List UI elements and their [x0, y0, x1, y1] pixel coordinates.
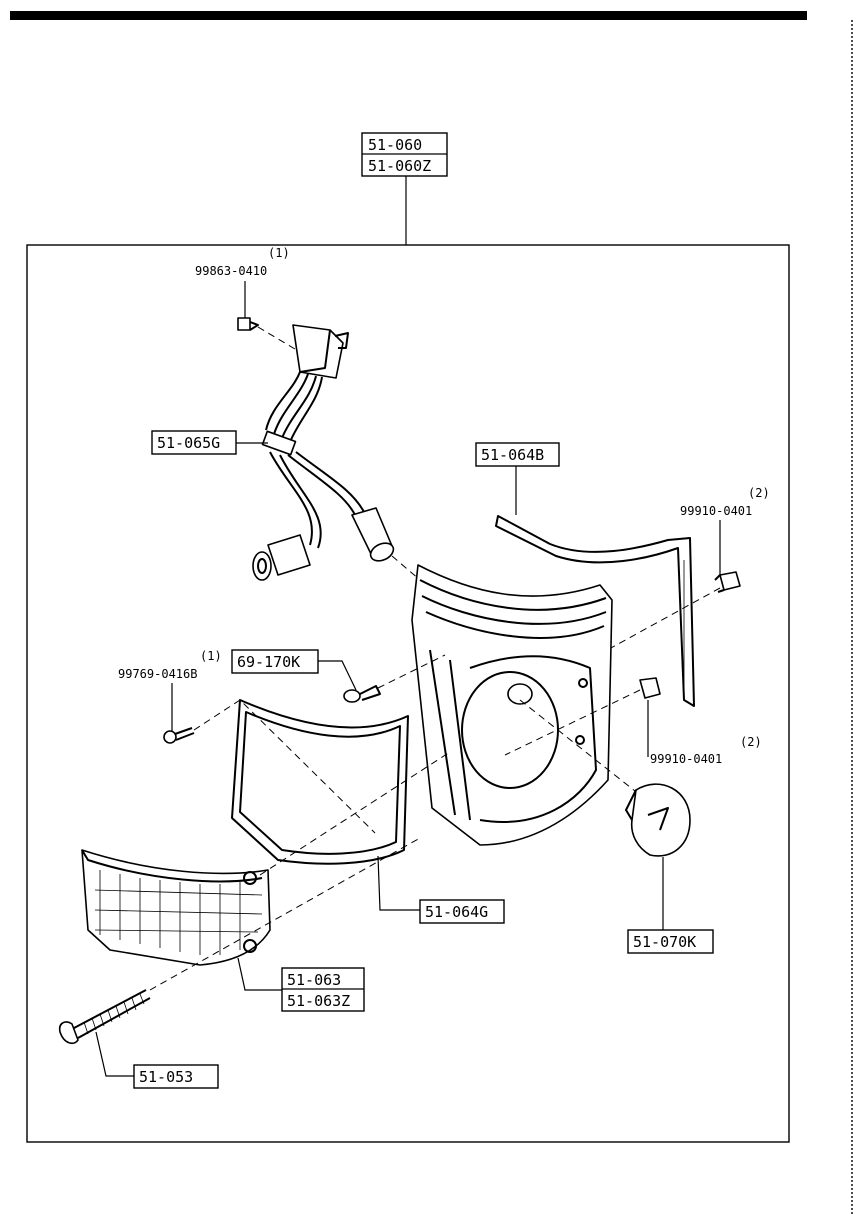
- small-screw-left: [163, 727, 195, 744]
- nut-right-top-qty: (2): [748, 486, 770, 500]
- lamp-housing: [411, 564, 613, 846]
- svg-text:51-064G: 51-064G: [425, 903, 488, 921]
- svg-text:51-064B: 51-064B: [481, 446, 544, 464]
- lens-part-label[interactable]: 51-063 51-063Z: [281, 967, 365, 1012]
- gasket-part-label[interactable]: 51-064G: [419, 899, 505, 924]
- assembly-frame: [26, 244, 790, 1143]
- nut-right-bottom-part-number[interactable]: 99910-0401: [650, 752, 722, 766]
- assembly-part-label[interactable]: 51-060 51-060Z: [361, 132, 448, 177]
- top-rule: [10, 11, 807, 20]
- svg-text:69-170K: 69-170K: [237, 653, 300, 671]
- screw-top-part-number[interactable]: 99863-0410: [195, 264, 267, 278]
- screw-left-part-number[interactable]: 99769-0416B: [118, 667, 197, 681]
- bulb: [625, 783, 691, 857]
- lens-gasket: [231, 699, 409, 865]
- screw-left-qty: (1): [200, 649, 222, 663]
- nut-right-top-part-number[interactable]: 99910-0401: [680, 504, 752, 518]
- small-screw-top: [237, 317, 259, 331]
- long-screw-part-label[interactable]: 51-053: [133, 1064, 219, 1089]
- socket-part-label[interactable]: 69-170K: [231, 649, 319, 674]
- svg-text:51-063: 51-063: [287, 971, 341, 989]
- svg-text:51-065G: 51-065G: [157, 434, 220, 452]
- bracket-part-label[interactable]: 51-064B: [475, 442, 560, 467]
- svg-text:51-070K: 51-070K: [633, 933, 696, 951]
- mounting-bracket: [495, 515, 695, 707]
- long-screw: [58, 989, 151, 1045]
- bulb-socket-small: [343, 685, 381, 703]
- nut-right-bottom-qty: (2): [740, 735, 762, 749]
- svg-text:51-063Z: 51-063Z: [287, 992, 350, 1010]
- bulb-part-label[interactable]: 51-070K: [627, 929, 714, 954]
- svg-text:51-053: 51-053: [139, 1068, 193, 1086]
- clip-nut-top: [714, 571, 741, 593]
- wiring-harness: [252, 324, 395, 581]
- lens: [81, 849, 271, 966]
- harness-part-label[interactable]: 51-065G: [151, 430, 237, 455]
- clip-nut-bottom: [639, 677, 661, 699]
- screw-top-qty: (1): [268, 246, 290, 260]
- svg-text:51-060: 51-060: [368, 136, 422, 154]
- svg-text:51-060Z: 51-060Z: [368, 157, 431, 175]
